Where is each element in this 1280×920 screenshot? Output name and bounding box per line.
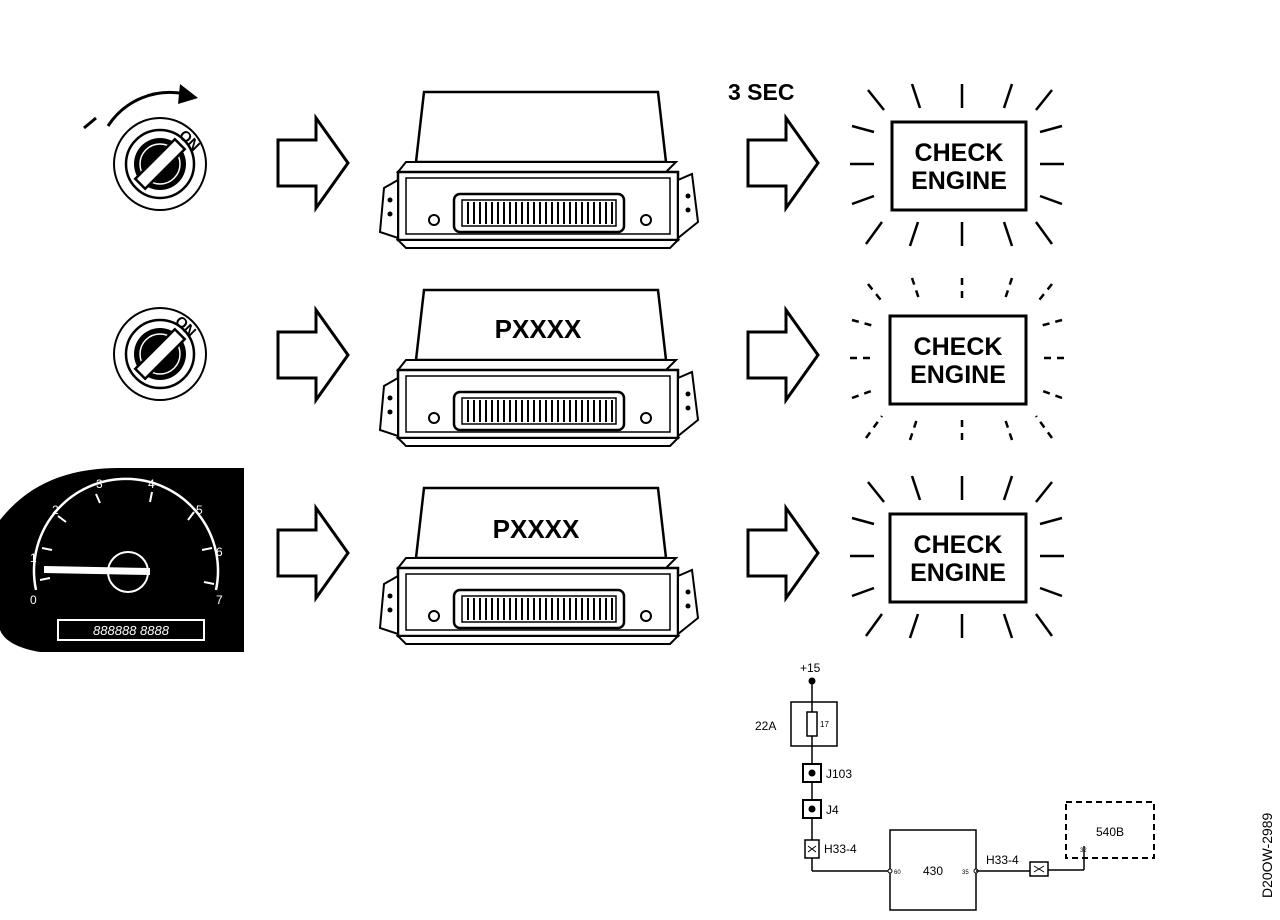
harness-plug-2 — [1029, 861, 1049, 877]
lamp-2-line1: CHECK — [914, 333, 1003, 361]
lamp-1-line2: ENGINE — [911, 167, 1007, 195]
fuse-icon — [806, 711, 818, 737]
lamp-rays-3 — [850, 475, 1064, 639]
ecu-module-3 — [378, 486, 700, 646]
tacho-tick-2: 2 — [52, 503, 59, 517]
row-1: ON 3 SEC CHECK ENGINE — [83, 79, 1064, 250]
tacho-tick-3: 3 — [96, 477, 103, 491]
connector-j103-label: J103 — [826, 767, 852, 781]
check-engine-lamp-3 — [888, 512, 1028, 604]
lamp-rays-2 — [850, 277, 1064, 441]
ecu-module-1 — [378, 90, 700, 250]
lamp-1-line1: CHECK — [915, 139, 1004, 167]
connector-j4-label: J4 — [826, 803, 839, 817]
fuse-box — [790, 701, 838, 747]
check-engine-lamp-1 — [890, 120, 1028, 212]
flow-arrow-3b — [746, 506, 820, 600]
lamp-unit-block — [1065, 801, 1155, 859]
tachometer-scale-arc — [32, 477, 220, 591]
ecu-code-2: PXXXX — [495, 314, 582, 344]
flow-arrow-1a — [276, 116, 350, 210]
tacho-tick-7: 7 — [216, 593, 223, 607]
tacho-tick-1: 1 — [30, 551, 37, 565]
svg-text:35: 35 — [962, 870, 969, 876]
ecu-block-label: 430 — [923, 864, 943, 878]
svg-text:60: 60 — [894, 870, 901, 876]
wiring-schematic: +15 22A 17 J103 J4 H33-4 430 60 35 — [755, 661, 1155, 911]
flow-arrow-1b — [746, 116, 820, 210]
lamp-2-line2: ENGINE — [910, 361, 1006, 389]
tacho-needle — [44, 566, 150, 575]
tacho-tick-4: 4 — [148, 477, 155, 491]
lamp-3-line2: ENGINE — [910, 559, 1006, 587]
tacho-tick-6: 6 — [216, 545, 223, 559]
timer-label: 3 SEC — [728, 79, 794, 105]
ecu-code-3: PXXXX — [493, 514, 580, 544]
row-2: ON PXXXX CHECK ENGINE — [112, 277, 1064, 448]
harness-1-label: H33-4 — [824, 842, 857, 856]
harness-2-label: H33-4 — [986, 853, 1019, 867]
flow-arrow-3a — [276, 506, 350, 600]
fuse-label: 22A — [755, 719, 776, 733]
flow-arrow-2a — [276, 308, 350, 402]
lamp-3-line1: CHECK — [914, 531, 1003, 559]
odometer-display — [57, 619, 205, 641]
tacho-tick-5: 5 — [196, 503, 203, 517]
tacho-tick-0: 0 — [30, 593, 37, 607]
check-engine-lamp-2 — [888, 314, 1028, 406]
odometer-value: 888888 8888 — [93, 623, 170, 638]
svg-text:32: 32 — [1080, 848, 1087, 854]
supply-label: +15 — [800, 661, 821, 675]
svg-text:17: 17 — [820, 720, 829, 729]
turn-arrow-icon — [106, 91, 186, 127]
lamp-unit-label: 540B — [1096, 825, 1124, 839]
lamp-rays-1 — [850, 83, 1064, 247]
flow-arrow-2b — [746, 308, 820, 402]
drawing-id: D20OW-2989 — [1259, 812, 1275, 898]
row-3: 0 1 2 3 4 5 6 7 888888 8888 PXXXX — [0, 468, 1064, 652]
